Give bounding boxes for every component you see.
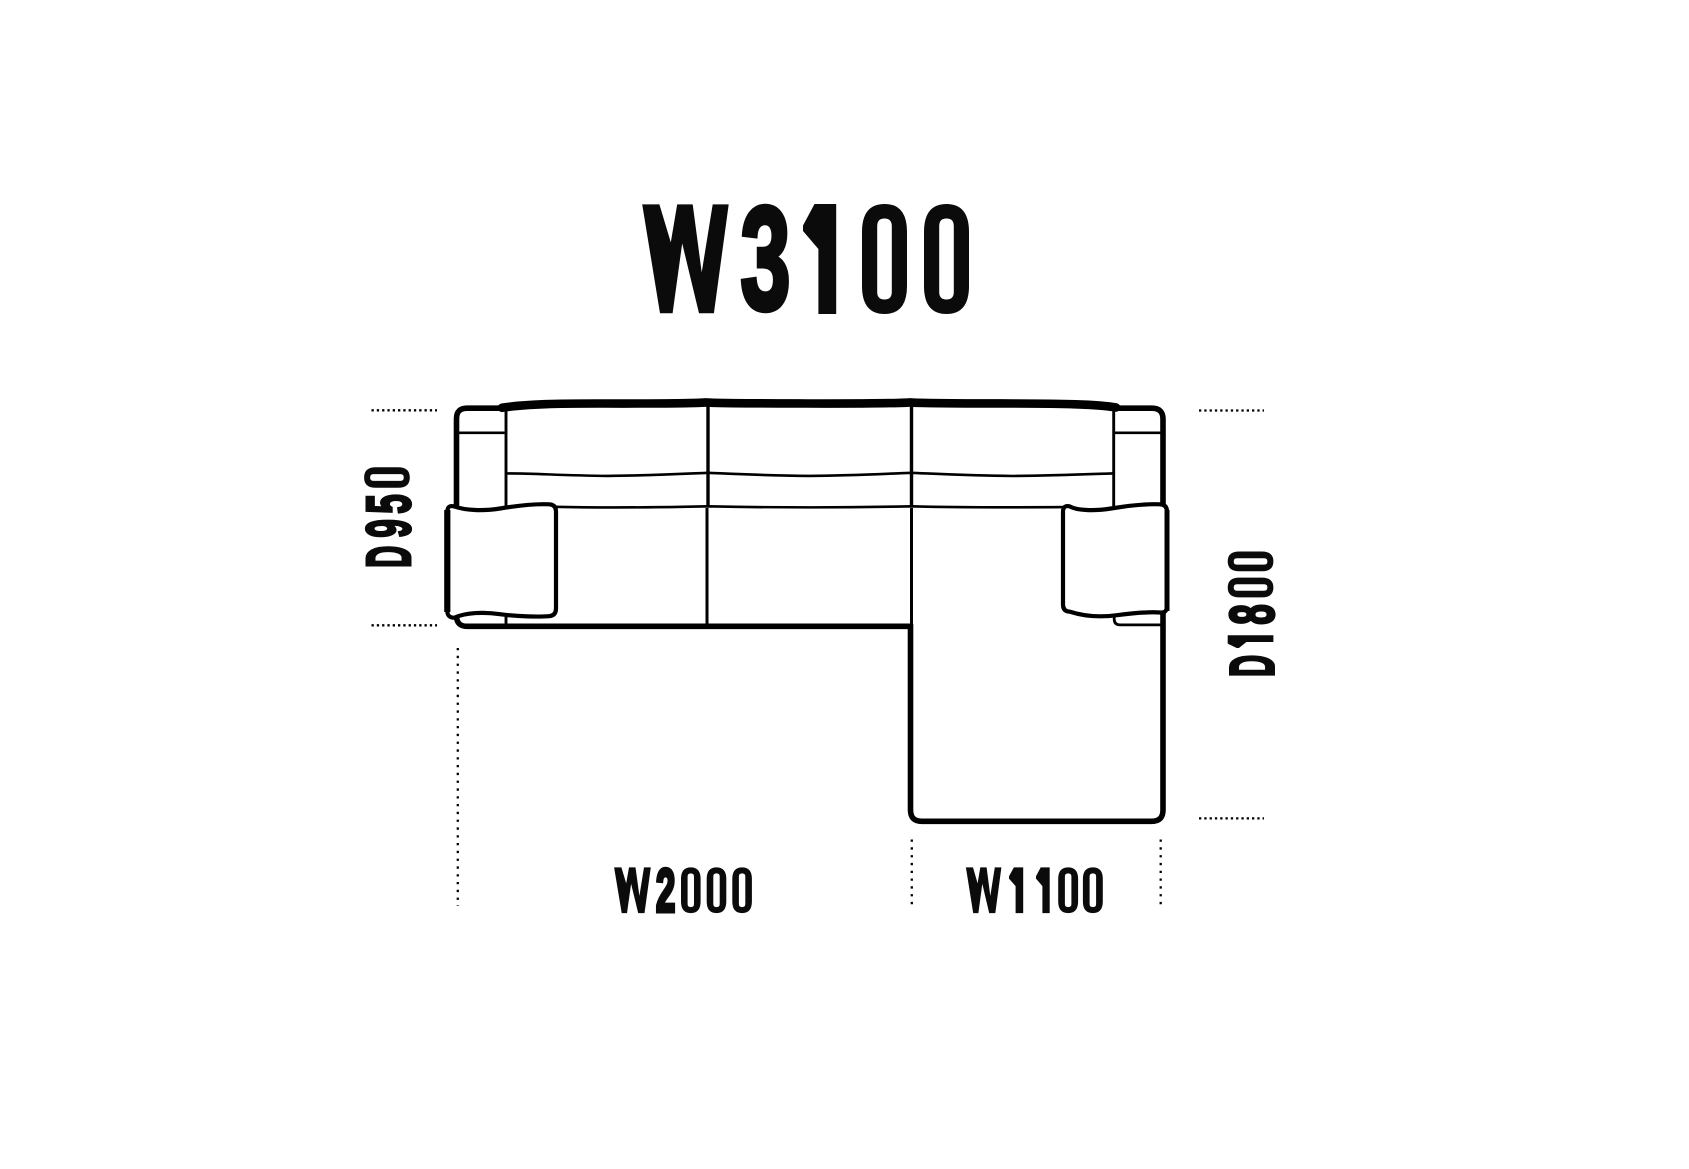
svg-text:8: 8 (1217, 604, 1287, 625)
svg-text:5: 5 (354, 494, 424, 514)
svg-text:3: 3 (741, 177, 791, 341)
svg-text:9: 9 (354, 519, 424, 538)
svg-text:D: D (1217, 655, 1287, 677)
svg-text:2: 2 (656, 856, 676, 924)
svg-text:D: D (354, 546, 424, 568)
